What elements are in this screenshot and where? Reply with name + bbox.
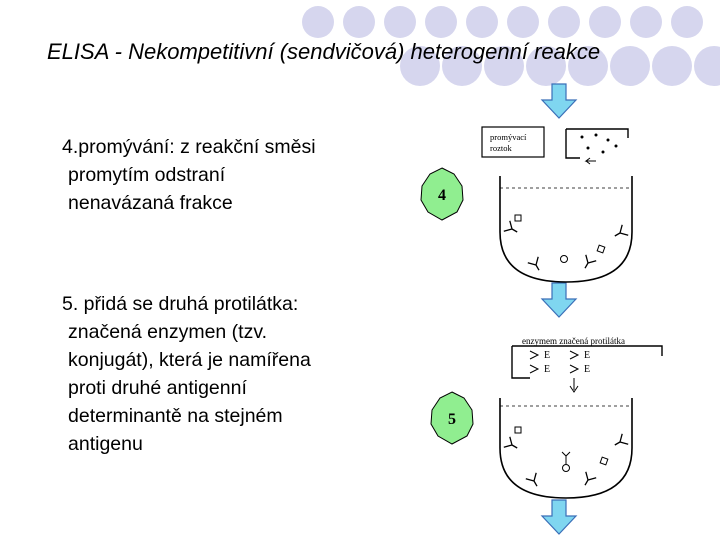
step-5-line-3: konjugát), která je namířena xyxy=(68,349,311,371)
enzyme-mark: E xyxy=(584,364,590,375)
enzyme-antibody-label: enzymem značená protilátka xyxy=(522,336,625,346)
arrow-top xyxy=(540,83,578,119)
wash-solution-label-1: promývací xyxy=(490,132,527,142)
enzyme-mark: E xyxy=(544,350,550,361)
step-5-line-2: značená enzymen (tzv. xyxy=(68,321,268,343)
step-5-badge-number: 5 xyxy=(448,411,456,428)
step-4-line-3: nenavázaná frakce xyxy=(68,192,233,214)
step-4-line-1: z reakční směsi xyxy=(174,136,316,158)
step-4-number: 4. xyxy=(62,136,79,158)
well-step-5: enzymem značená protilátka E E E E xyxy=(499,336,663,499)
decorative-rings xyxy=(302,6,720,86)
step-4-badge-number: 4 xyxy=(438,187,446,204)
step-5-line-6: antigenu xyxy=(68,433,143,455)
step-5-line-4: proti druhé antigenní xyxy=(68,377,247,399)
well-step-4: promývací roztok xyxy=(481,126,633,283)
arrow-middle xyxy=(540,282,578,318)
step-4-heading: promývání: xyxy=(78,136,175,158)
enzyme-mark: E xyxy=(584,350,590,361)
step-5-heading: 5. přidá se druhá protilátka: xyxy=(62,293,299,315)
arrow-bottom xyxy=(540,499,578,535)
wash-solution-label-2: roztok xyxy=(490,143,512,153)
step-5-text: 5. přidá se druhá protilátka: značená en… xyxy=(62,290,402,458)
slide-title: ELISA - Nekompetitivní (sendvičová) hete… xyxy=(47,39,601,64)
enzyme-mark: E xyxy=(544,364,550,375)
step-4-line-2: promytím odstraní xyxy=(68,164,226,186)
step-4-badge: 4 xyxy=(420,167,464,221)
step-5-line-5: determinantě na stejném xyxy=(68,405,283,427)
step-5-badge: 5 xyxy=(430,391,474,445)
step-4-text: 4.promývání: z reakční směsi promytím od… xyxy=(62,133,402,217)
